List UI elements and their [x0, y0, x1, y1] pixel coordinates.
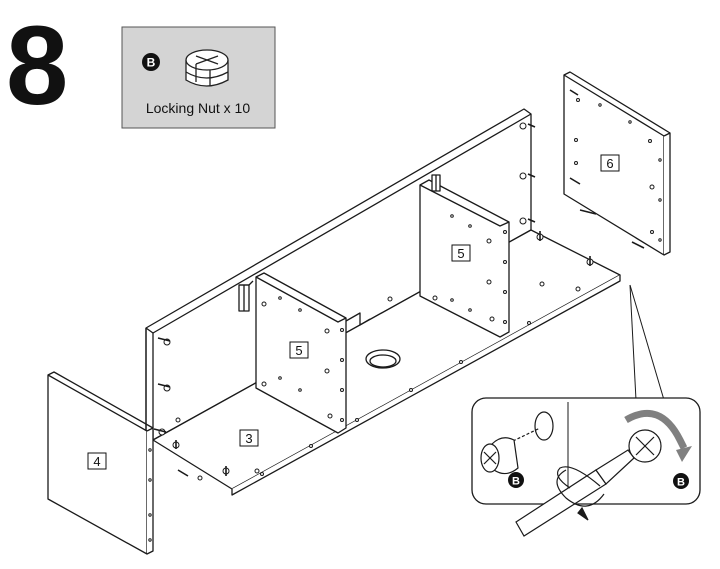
- panel-label-right-divider: 5: [457, 246, 464, 261]
- panel-label-6-box: [600, 154, 620, 172]
- detail-frame: [471, 397, 701, 505]
- panel-label-6: 6: [606, 156, 613, 171]
- dowels: [153, 123, 591, 477]
- detail-badge-right-circle: [673, 473, 689, 489]
- detail-badge-right: B: [677, 477, 685, 489]
- callout-leader: [629, 284, 665, 401]
- panel-labels: 5 5 3: [239, 244, 471, 447]
- rotation-arrowhead-icon: [676, 446, 692, 462]
- parts-box: B Locking Nut x 10: [121, 26, 276, 129]
- panel-label-4: 4: [93, 454, 100, 469]
- parts-label: Locking Nut x 10: [146, 100, 250, 116]
- step-number: 8: [6, 3, 68, 128]
- parts-badge-circle: [142, 53, 160, 71]
- locking-nut-detail-icon: [480, 411, 554, 475]
- rotation-arrow-icon: [624, 409, 688, 450]
- detail-badge-left-circle: [508, 472, 524, 488]
- panel-label-bottom: 3: [245, 431, 252, 446]
- screwdriver-icon: [515, 449, 635, 537]
- locking-nut-face-icon: [628, 429, 662, 463]
- locking-nut-icon: [185, 49, 229, 87]
- detail-callout: B B: [471, 397, 701, 505]
- turn-arrow-icon: [556, 469, 605, 521]
- parts-badge-letter: B: [147, 56, 156, 70]
- detail-badge-left: B: [512, 476, 520, 488]
- panel-label-4-box: [87, 452, 107, 470]
- panel-label-left-divider: 5: [295, 343, 302, 358]
